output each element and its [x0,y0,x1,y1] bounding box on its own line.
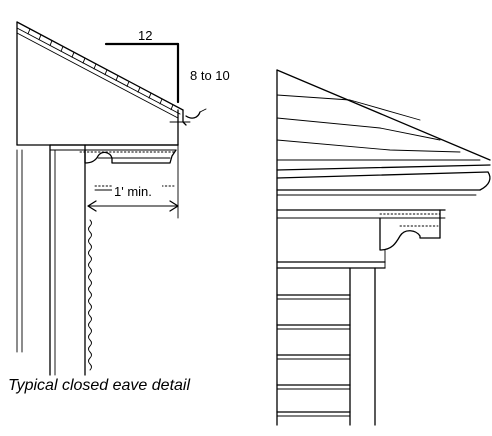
elevation-view [276,69,491,426]
section-gutter [169,108,207,126]
elevation-siding [276,294,351,417]
section-detail: 12 8 to 10 1' min. Typical closed eave d… [8,21,230,394]
run-label: 12 [138,28,152,43]
overhang-dimension: 1' min. [84,121,179,219]
overhang-label: 1' min. [114,184,152,199]
section-post [16,144,92,376]
elevation-cornice [276,164,491,269]
section-roof [16,21,184,119]
elevation-roof [276,69,491,426]
run-dimension: 12 8 to 10 [104,28,230,104]
figure-caption: Typical closed eave detail [8,377,190,394]
elevation-corner-board [349,267,376,426]
rise-label: 8 to 10 [190,68,230,83]
